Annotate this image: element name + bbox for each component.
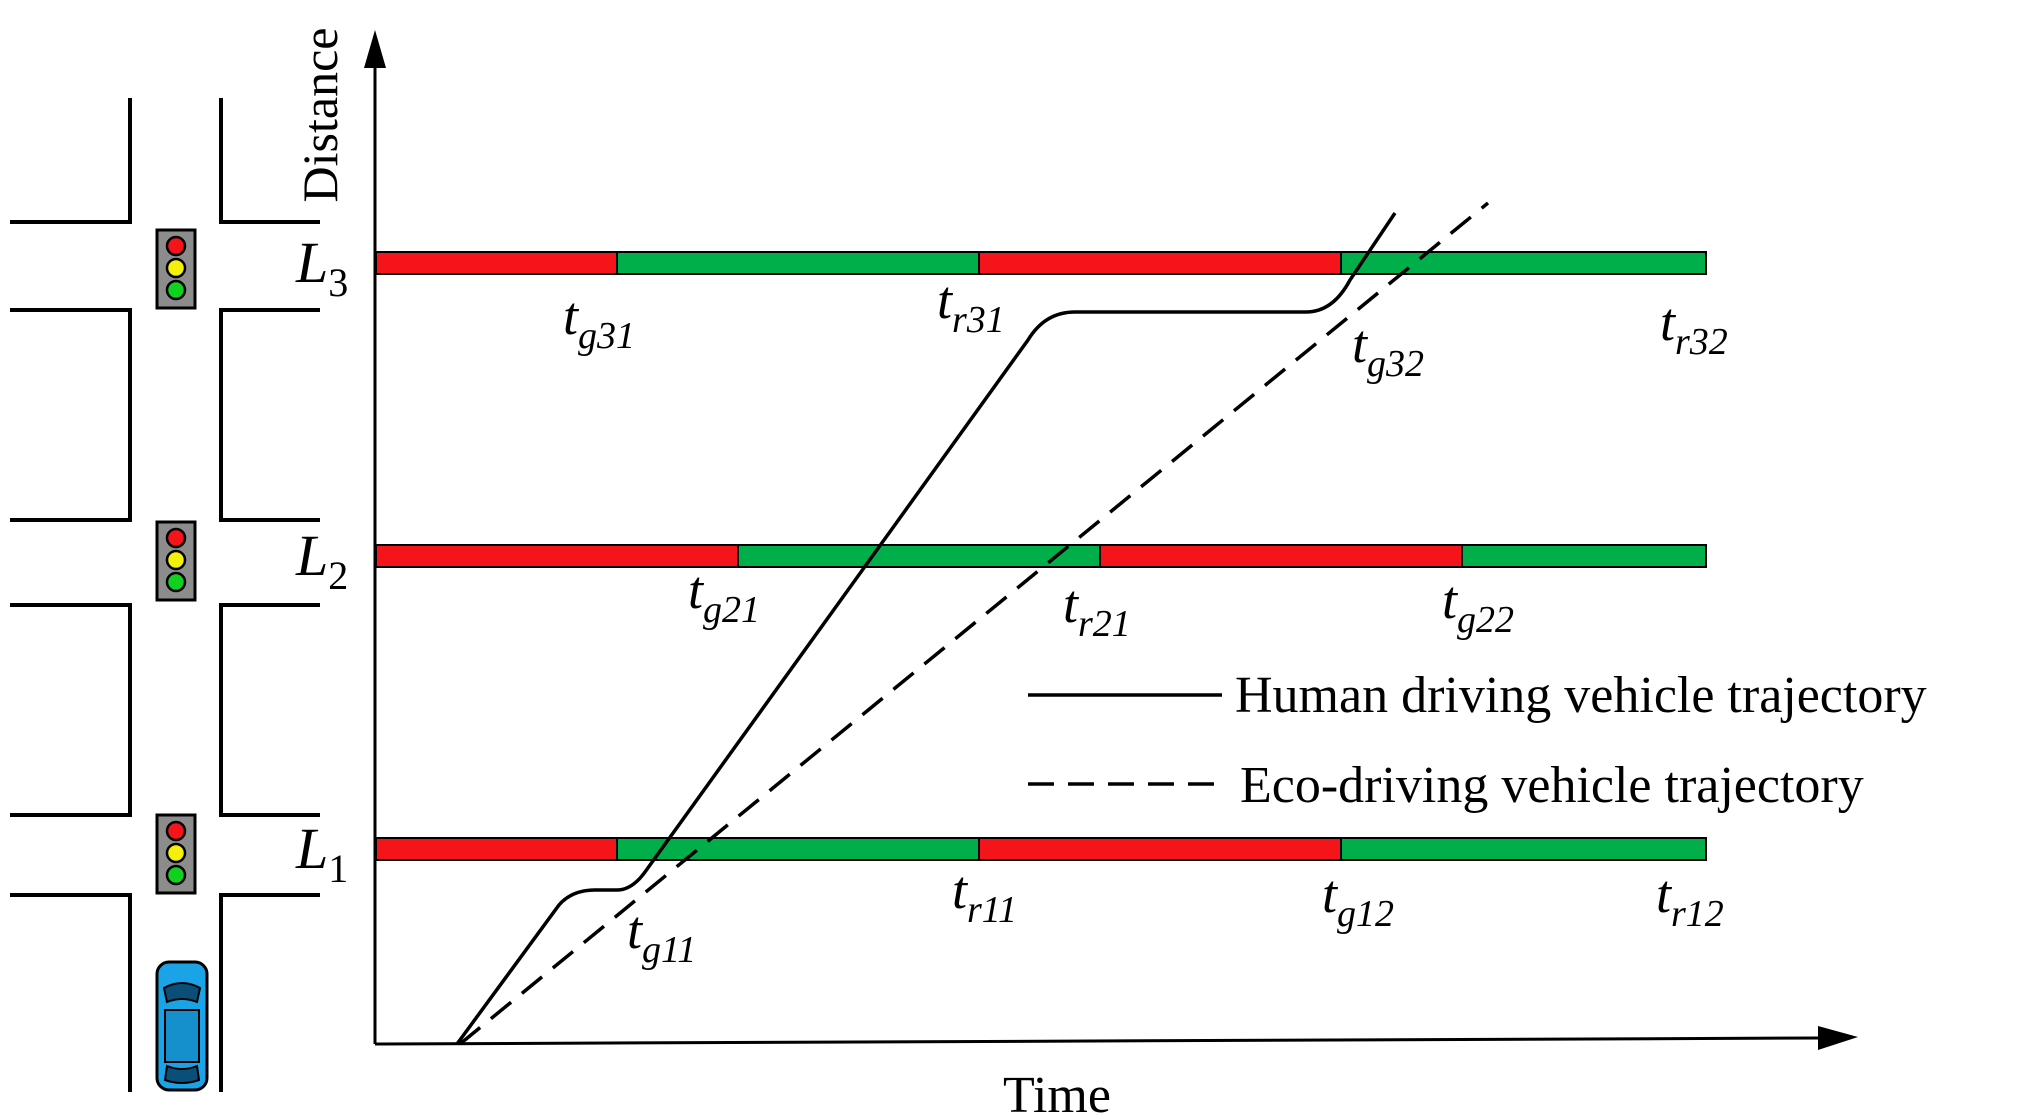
intersection-label-L2: L2 bbox=[295, 523, 348, 598]
time-label-tg12: tg12 bbox=[1322, 864, 1394, 935]
phase-red bbox=[375, 544, 739, 568]
phase-green bbox=[1461, 544, 1707, 568]
legend: Human driving vehicle trajectory Eco-dri… bbox=[1028, 667, 1927, 814]
road-network bbox=[10, 98, 320, 1092]
signal-bar-L3 bbox=[375, 251, 1707, 275]
legend-human-label: Human driving vehicle trajectory bbox=[1235, 667, 1927, 724]
x-axis-label: Time bbox=[1003, 1067, 1111, 1119]
phase-green bbox=[1340, 837, 1707, 861]
time-label-tg31: tg31 bbox=[563, 286, 635, 357]
traffic-light-icon bbox=[155, 228, 197, 310]
intersection-label-L3: L3 bbox=[295, 230, 348, 305]
traffic-light-icon bbox=[155, 813, 197, 895]
phase-green bbox=[1340, 251, 1707, 275]
human-driving-trajectory bbox=[455, 212, 1397, 1046]
time-label-tr12: tr12 bbox=[1656, 864, 1724, 935]
time-label-tg22: tg22 bbox=[1442, 570, 1514, 641]
phase-green bbox=[616, 837, 980, 861]
car-icon bbox=[155, 960, 209, 1092]
intersection-label-L1: L1 bbox=[295, 816, 348, 891]
phase-red bbox=[375, 251, 618, 275]
legend-eco-label: Eco-driving vehicle trajectory bbox=[1240, 757, 1864, 814]
time-label-tg11: tg11 bbox=[627, 900, 696, 971]
phase-red bbox=[978, 837, 1342, 861]
eco-driving-trajectory bbox=[458, 201, 1490, 1046]
traffic-light-icon bbox=[155, 520, 197, 602]
time-label-tr11: tr11 bbox=[952, 860, 1017, 931]
time-label-tg21: tg21 bbox=[688, 560, 760, 631]
time-label-tr31: tr31 bbox=[937, 270, 1005, 341]
phase-red bbox=[375, 837, 618, 861]
signal-bar-L2 bbox=[375, 544, 1707, 568]
phase-red bbox=[978, 251, 1342, 275]
phase-green bbox=[616, 251, 980, 275]
phase-green bbox=[737, 544, 1101, 568]
phase-red bbox=[1099, 544, 1463, 568]
y-axis-label: Distance bbox=[292, 28, 348, 203]
time-label-tg32: tg32 bbox=[1352, 314, 1424, 385]
time-label-tr21: tr21 bbox=[1063, 574, 1131, 645]
time-label-tr32: tr32 bbox=[1660, 292, 1728, 363]
signal-bar-L1 bbox=[375, 837, 1707, 861]
